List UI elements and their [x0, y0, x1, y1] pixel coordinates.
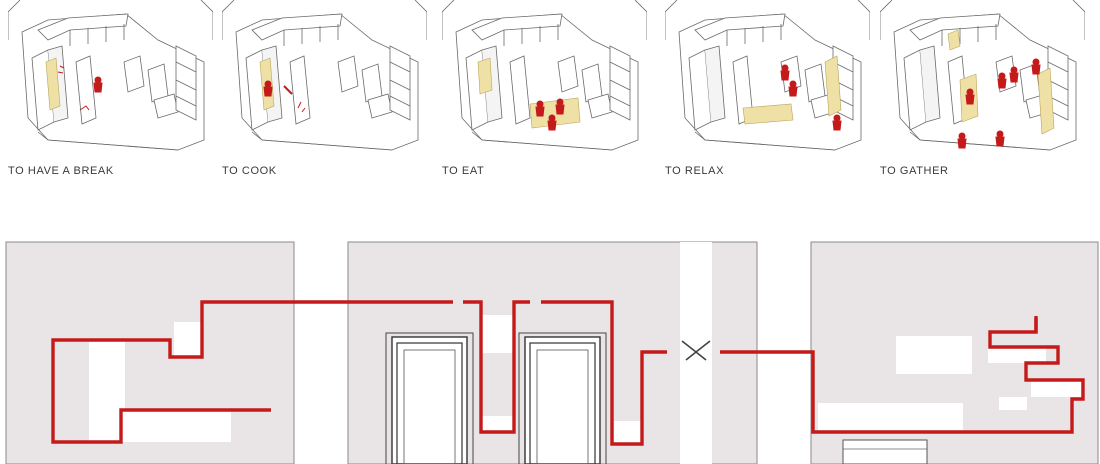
clock-hands-icon — [681, 340, 711, 361]
red-shelf-line — [51, 300, 1085, 446]
picture-frame — [896, 336, 972, 374]
shelf-box — [1031, 380, 1081, 397]
shelf-box — [125, 410, 231, 442]
door-right — [518, 332, 607, 464]
bench-box — [818, 403, 963, 430]
caption-eat: TO EAT — [442, 165, 485, 177]
shelf-box — [482, 315, 513, 353]
shelf-box — [999, 397, 1027, 410]
room-scene-gather — [880, 0, 1085, 155]
door-left — [385, 332, 474, 464]
room-scene-cook — [222, 0, 427, 155]
shelf-box — [174, 322, 202, 358]
caption-have-a-break: TO HAVE A BREAK — [8, 165, 114, 177]
low-cabinet — [842, 439, 928, 464]
room-scene-eat — [442, 0, 647, 155]
shelf-box — [89, 340, 125, 442]
room-scene-have-a-break — [8, 0, 213, 155]
shelf-box — [482, 416, 513, 432]
shelf-box — [614, 421, 642, 444]
caption-relax: TO RELAX — [665, 165, 725, 177]
room-scene-relax — [665, 0, 870, 155]
caption-cook: TO COOK — [222, 165, 277, 177]
shelf-box — [988, 347, 1046, 363]
caption-gather: TO GATHER — [880, 165, 949, 177]
